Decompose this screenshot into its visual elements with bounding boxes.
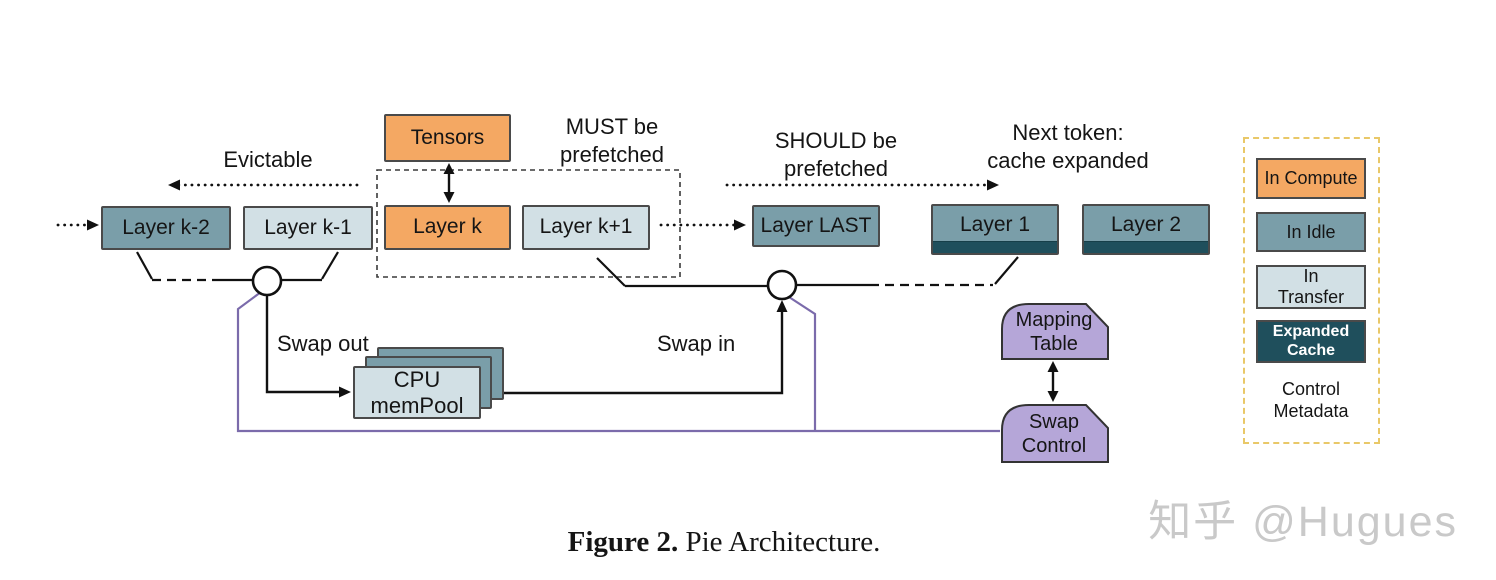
left-mux-circle	[251, 265, 283, 297]
left-bus	[136, 251, 339, 282]
node-cpu-mempool: CPU memPool	[353, 366, 481, 419]
legend-item-expanded-cache: Expanded Cache	[1256, 320, 1366, 363]
annotation-next-token: Next token: cache expanded	[987, 120, 1149, 173]
control-wire-left	[236, 291, 1000, 433]
layer-2-expanded-cache-strip	[1084, 241, 1208, 253]
node-layer-k-minus-1: Layer k-1	[243, 206, 373, 250]
right-bus	[596, 256, 1019, 288]
legend-item-in-compute: In Compute	[1256, 158, 1366, 199]
annotation-must-prefetch: MUST be prefetched	[560, 114, 664, 167]
annotation-swap-out: Swap out	[277, 331, 369, 356]
legend-item-in-idle: In Idle	[1256, 212, 1366, 252]
node-layer-last: Layer LAST	[752, 205, 880, 247]
prefetch-window-dashed-rect	[376, 169, 681, 278]
node-layer-k: Layer k	[384, 205, 511, 250]
annotation-swap-in: Swap in	[657, 331, 736, 356]
annotation-evictable: Evictable	[223, 147, 313, 172]
control-wire-right	[788, 296, 817, 431]
node-tensors: Tensors	[384, 114, 511, 162]
legend-item-in-transfer: In Transfer	[1256, 265, 1366, 309]
watermark: 知乎 @Hugues	[1148, 498, 1458, 546]
tensors-layerk-double-arrow	[443, 163, 455, 203]
node-mapping-table: Mapping Table	[1015, 309, 1093, 355]
should-prefetch-dotted-arrow	[725, 179, 999, 191]
caption-number: Figure 2.	[567, 526, 679, 558]
node-layer-k-plus-1: Layer k+1	[522, 205, 650, 250]
mapping-swap-double-arrow	[1047, 361, 1059, 402]
swap-out-wire	[265, 295, 351, 398]
swap-control-shape	[1001, 404, 1109, 463]
node-layer-1: Layer 1	[931, 204, 1059, 255]
right-mux-circle	[766, 269, 798, 301]
node-layer-1-label: Layer 1	[959, 213, 1031, 236]
node-swap-control: Swap Control	[1021, 411, 1087, 457]
node-layer-2-label: Layer 2	[1110, 213, 1182, 236]
figure-caption: Figure 2. Pie Architecture.	[568, 526, 881, 559]
evictable-dotted-arrow	[168, 179, 359, 191]
swap-in-wire	[503, 300, 788, 395]
node-layer-2: Layer 2	[1082, 204, 1210, 255]
legend-item-control-metadata: Control Metadata	[1273, 379, 1349, 421]
node-layer-k-minus-2: Layer k-2	[101, 206, 231, 250]
annotation-should-prefetch: SHOULD be prefetched	[774, 128, 898, 181]
caption-text: Pie Architecture.	[678, 526, 881, 558]
layer-1-expanded-cache-strip	[933, 241, 1057, 253]
prefetch-dotted-arrow	[659, 219, 746, 231]
mapping-table-shape	[1001, 303, 1109, 360]
incoming-dotted-arrow	[56, 219, 99, 231]
